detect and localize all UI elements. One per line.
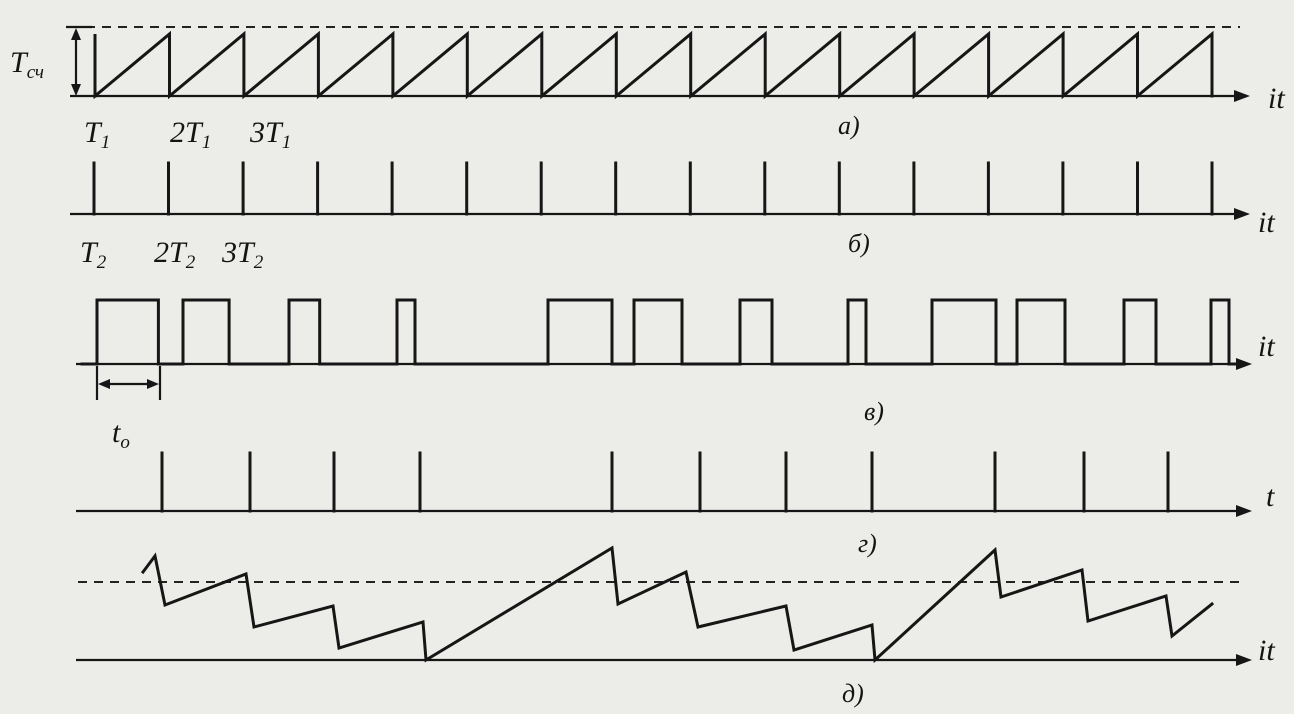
panel-e: д) it <box>76 545 1275 708</box>
panel-c-width-arrowhead-right <box>147 379 159 389</box>
panel-a-tick-label-2: 2T1 <box>170 116 211 153</box>
panel-a-caption: а) <box>838 111 860 140</box>
panel-e-error-wave <box>140 545 1215 664</box>
panel-a-axis-arrow <box>1234 90 1250 102</box>
panel-d-axis-arrow <box>1236 505 1252 517</box>
panel-c: tо в) it <box>76 298 1275 453</box>
panel-a-amplitude-arrowhead-top <box>71 28 81 40</box>
panel-a-sawtooth-wave <box>93 30 1214 100</box>
panel-b-axis-label: it <box>1258 206 1275 239</box>
panel-b-tick-label-3: 3T2 <box>221 236 264 273</box>
panel-a-tick-label-1: T1 <box>84 116 110 153</box>
panel-b-axis-arrow <box>1234 208 1250 220</box>
panel-a-axis-label: it <box>1268 82 1285 115</box>
panel-a: Tсч T1 2T1 3T1 а) it <box>10 25 1285 153</box>
panel-c-axis-arrow <box>1236 358 1252 370</box>
panel-e-axis-arrow <box>1236 654 1252 666</box>
panel-a-amplitude-label: Tсч <box>10 46 44 83</box>
panel-b: T2 2T2 3T2 б) it <box>70 161 1275 273</box>
panel-d: г) t <box>76 451 1275 558</box>
panel-d-caption: г) <box>858 529 877 558</box>
panel-e-caption: д) <box>842 679 864 708</box>
panel-a-amplitude-arrowhead-bottom <box>71 84 81 96</box>
panel-c-pwm-wave <box>80 298 1238 366</box>
panel-d-pulse-train <box>160 451 1170 513</box>
panel-b-caption: б) <box>848 229 870 258</box>
panel-c-caption: в) <box>864 397 884 426</box>
panel-b-tick-label-1: T2 <box>80 236 107 273</box>
panel-d-axis-label: t <box>1266 480 1275 513</box>
panel-a-tick-label-3: 3T1 <box>249 116 291 153</box>
panel-b-pulse-train <box>92 161 1214 216</box>
panel-c-axis-label: it <box>1258 330 1275 363</box>
panel-b-tick-label-2: 2T2 <box>154 236 196 273</box>
panel-e-axis-label: it <box>1258 634 1275 667</box>
panel-c-width-label: tо <box>112 416 130 453</box>
panel-c-width-arrowhead-left <box>98 379 110 389</box>
